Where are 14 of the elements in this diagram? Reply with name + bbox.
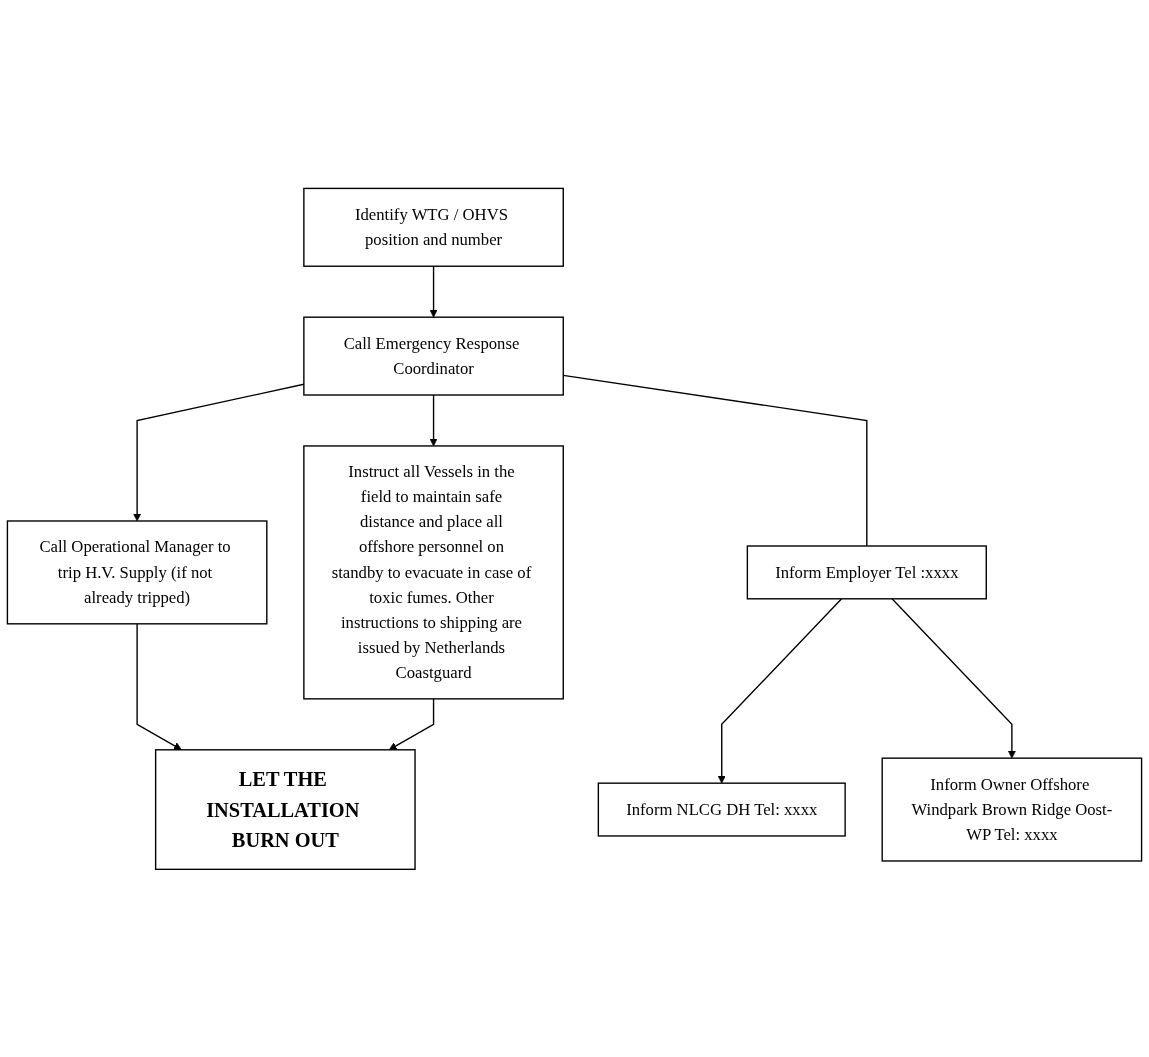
node-box: Inform Owner Offshore Windpark Brown Ridge Oost-WP Tel: xxxx: [881, 757, 1143, 862]
node-box: Identify WTG / OHVS position and number: [303, 187, 564, 267]
node-box: Instruct all Vessels in the field to maintain safe distance and place all offshore personnel on standby to evacuate in case of toxic fumes. Other instructions to shipping are issued by Netherlands Coastguard: [303, 444, 564, 700]
arrow: [717, 597, 843, 784]
node-box: Call Emergency Response Coordinator: [303, 316, 564, 396]
arrow: [429, 265, 438, 318]
node-box: Call Operational Manager to trip H.V. Supply (if not already tripped): [6, 519, 268, 625]
arrow: [136, 622, 182, 750]
node-box: LET THE INSTALLATION BURN OUT: [154, 748, 416, 870]
arrow: [429, 393, 438, 446]
node-box: Inform Employer Tel :xxxx: [746, 544, 987, 600]
arrow: [388, 697, 435, 750]
arrow: [891, 597, 1016, 759]
node-box: Inform NLCG DH Tel: xxxx: [597, 782, 846, 837]
